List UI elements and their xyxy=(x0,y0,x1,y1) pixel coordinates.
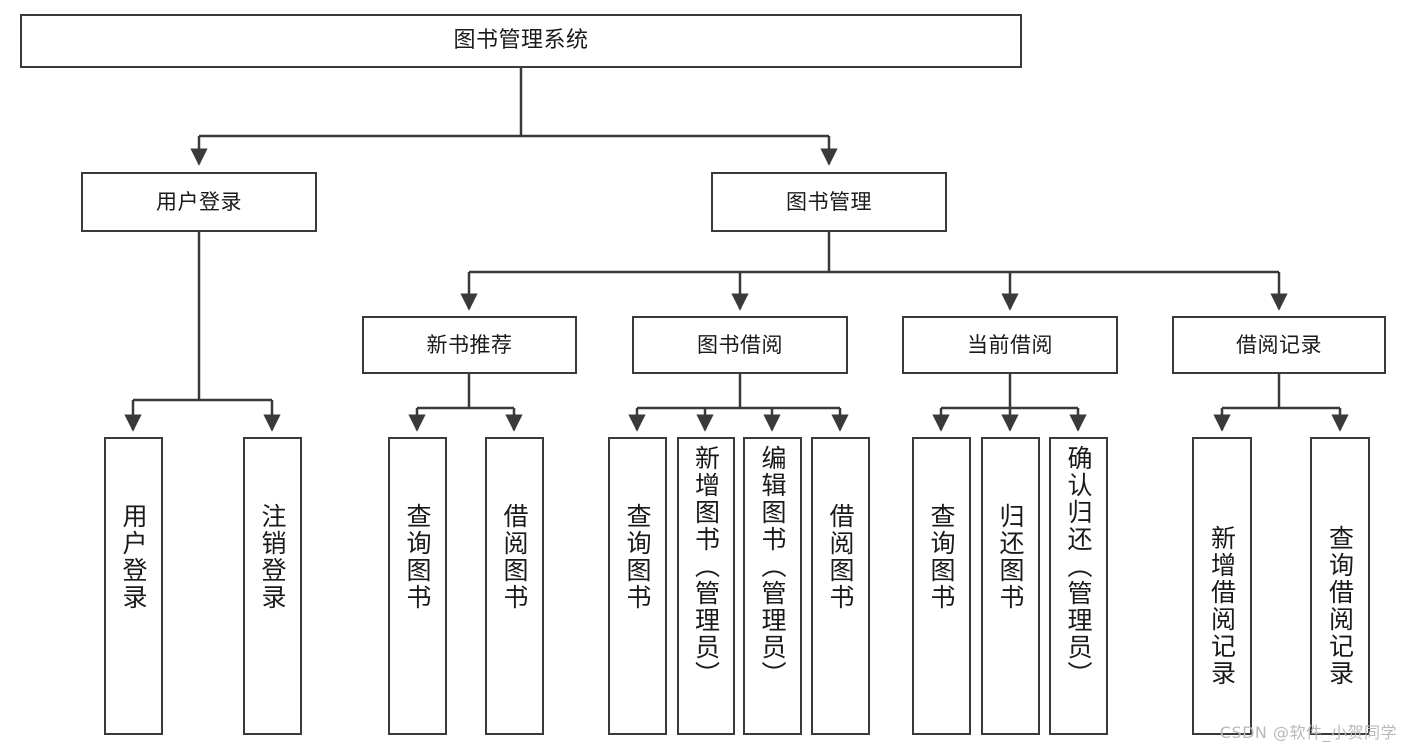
node-label: 新增图书（管理员） xyxy=(691,445,721,688)
leaf-book-borrow-query[interactable]: 查询图书 xyxy=(608,437,667,735)
node-label: 图书管理系统 xyxy=(453,28,589,54)
node-label: 当前借阅 xyxy=(967,332,1053,357)
leaf-user-login-logout[interactable]: 注销登录 xyxy=(243,437,302,735)
node-current-borrow[interactable]: 当前借阅 xyxy=(902,316,1118,374)
node-book-management[interactable]: 图书管理 xyxy=(711,172,947,232)
csdn-watermark: CSDN @软件_小贺同学 xyxy=(1219,723,1397,742)
node-label: 确认归还（管理员） xyxy=(1064,445,1093,688)
node-user-login[interactable]: 用户登录 xyxy=(81,172,317,232)
node-label: 借阅图书 xyxy=(826,503,855,611)
leaf-current-borrow-return[interactable]: 归还图书 xyxy=(981,437,1040,735)
node-label: 新增借阅记录 xyxy=(1207,525,1237,687)
node-label: 借阅记录 xyxy=(1236,332,1322,357)
leaf-current-borrow-query[interactable]: 查询图书 xyxy=(912,437,971,735)
node-label: 查询图书 xyxy=(623,503,652,611)
node-label: 查询图书 xyxy=(403,503,432,611)
leaf-book-borrow-add-admin[interactable]: 新增图书（管理员） xyxy=(677,437,735,735)
leaf-book-borrow-borrow[interactable]: 借阅图书 xyxy=(811,437,870,735)
node-label: 用户登录 xyxy=(156,189,242,214)
node-label: 编辑图书（管理员） xyxy=(758,445,787,688)
leaf-new-book-borrow[interactable]: 借阅图书 xyxy=(485,437,544,735)
node-label: 查询借阅记录 xyxy=(1325,525,1355,687)
node-label: 用户登录 xyxy=(119,503,148,611)
node-book-borrow[interactable]: 图书借阅 xyxy=(632,316,848,374)
node-borrow-record[interactable]: 借阅记录 xyxy=(1172,316,1386,374)
node-label: 图书管理 xyxy=(786,189,872,214)
node-label: 查询图书 xyxy=(927,503,956,611)
node-label: 归还图书 xyxy=(996,503,1025,611)
leaf-current-borrow-confirm-admin[interactable]: 确认归还（管理员） xyxy=(1049,437,1108,735)
leaf-new-book-query[interactable]: 查询图书 xyxy=(388,437,447,735)
node-label: 借阅图书 xyxy=(500,503,529,611)
node-label: 图书借阅 xyxy=(697,332,783,357)
node-new-book-recommend[interactable]: 新书推荐 xyxy=(362,316,577,374)
node-label: 新书推荐 xyxy=(426,332,513,357)
leaf-borrow-record-query[interactable]: 查询借阅记录 xyxy=(1310,437,1370,735)
leaf-book-borrow-edit-admin[interactable]: 编辑图书（管理员） xyxy=(743,437,802,735)
leaf-user-login-login[interactable]: 用户登录 xyxy=(104,437,163,735)
node-label: 注销登录 xyxy=(258,503,287,611)
leaf-borrow-record-add[interactable]: 新增借阅记录 xyxy=(1192,437,1252,735)
node-root-library-system[interactable]: 图书管理系统 xyxy=(20,14,1022,68)
